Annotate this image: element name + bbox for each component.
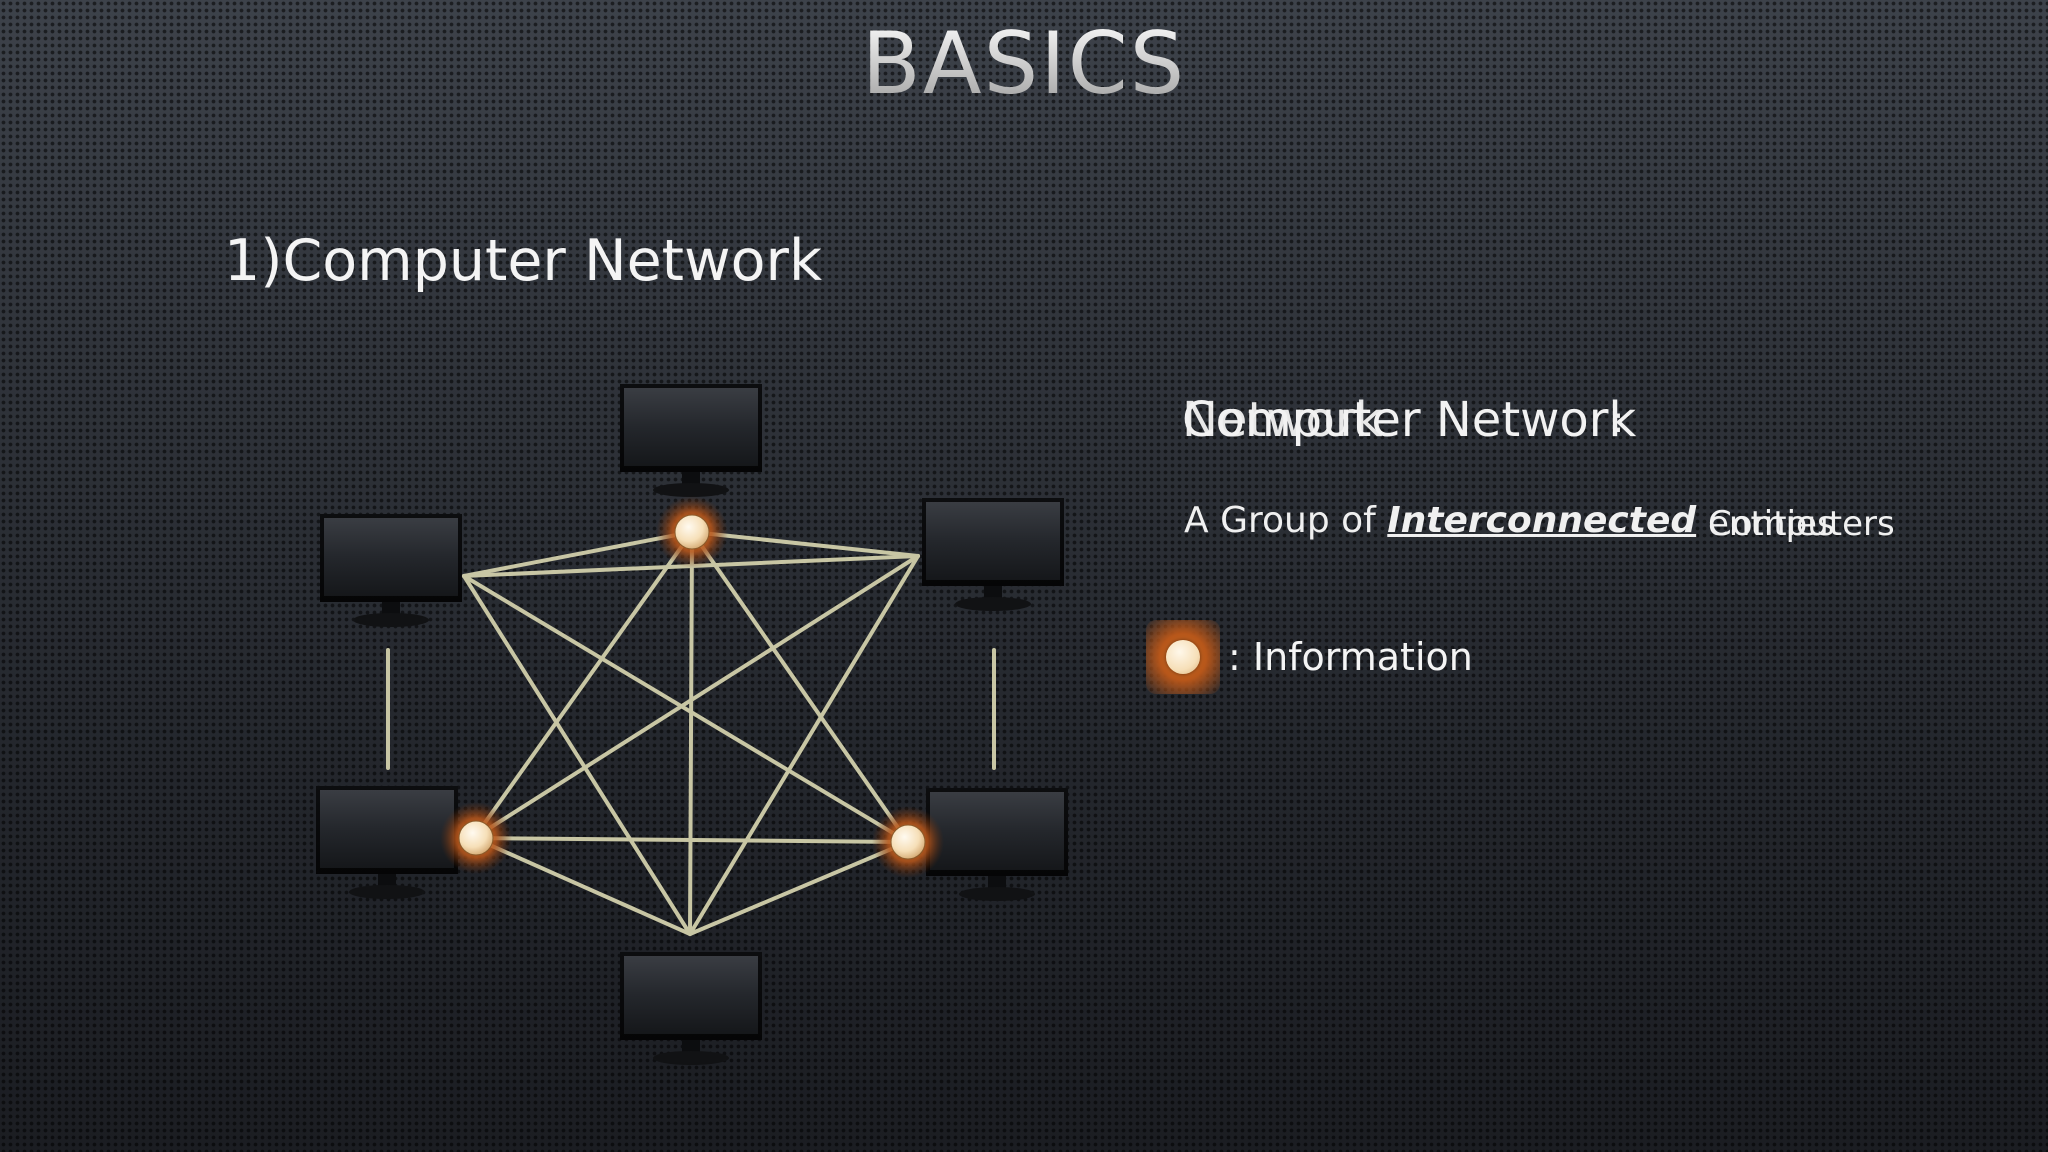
link-line: [688, 530, 694, 936]
legend-label: : Information: [1228, 635, 1473, 679]
information-dot-icon: [1146, 620, 1220, 694]
link-line: [472, 530, 694, 840]
link-line: [472, 836, 910, 844]
link-line: [462, 530, 694, 578]
link-line: [472, 554, 920, 840]
definition-word-computers: Computers: [1708, 504, 1895, 544]
definition-heading-text: Computer Network: [1182, 392, 1637, 448]
link-line: [690, 530, 920, 558]
information-dot-icon: [872, 806, 944, 878]
computer-icon: [620, 384, 762, 497]
link-line: [688, 840, 910, 936]
definition-heading: Network Computer Network :: [1182, 392, 1636, 448]
computer-icon: [926, 788, 1068, 901]
definition-colon: :: [1612, 400, 1625, 441]
legend: : Information: [1146, 620, 1473, 694]
link-line: [690, 530, 910, 844]
link-line: [462, 574, 910, 844]
computer-icon: [922, 498, 1064, 611]
slide-title: BASICS: [0, 14, 2048, 114]
computer-icon: [316, 786, 458, 899]
computer-icon: [320, 514, 462, 627]
definition-text: A Group of Interconnected: [1184, 500, 1696, 541]
information-dot-icon: [440, 802, 512, 874]
definition-prefix: A Group of: [1184, 500, 1388, 541]
link-line: [462, 574, 692, 936]
definition-heading-ghost: Network: [1182, 392, 1383, 448]
computer-icon: [620, 952, 762, 1065]
information-dot-icon: [656, 496, 728, 568]
definition-emphasis: Interconnected: [1387, 500, 1697, 541]
definition-word-entities: entities: [1708, 504, 1835, 544]
link-line: [688, 554, 920, 936]
section-heading: 1)Computer Network: [224, 228, 822, 294]
